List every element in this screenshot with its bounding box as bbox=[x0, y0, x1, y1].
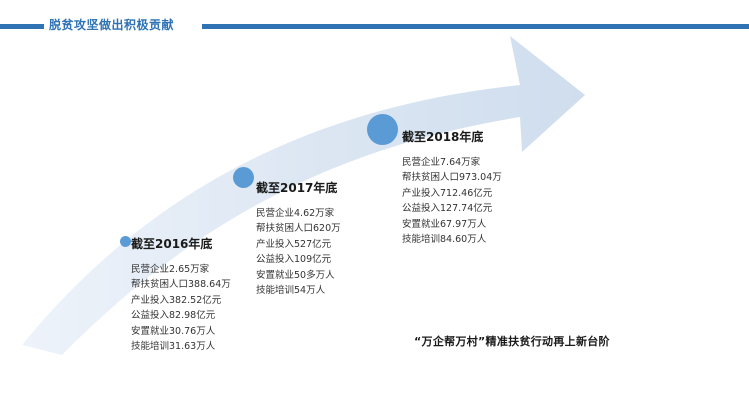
milestone-2018: 截至2018年底 民营企业7.64万家 帮扶贫困人口973.04万 产业投入71… bbox=[402, 128, 502, 247]
milestone-item: 公益投入109亿元 bbox=[256, 254, 332, 266]
milestone-item: 帮扶贫困人口388.64万 bbox=[131, 279, 231, 291]
milestone-item: 安置就业50多万人 bbox=[256, 269, 335, 281]
milestone-2017: 截至2017年底 民营企业4.62万家 帮扶贫困人口620万 产业投入527亿元… bbox=[256, 179, 341, 298]
milestone-item: 公益投入127.74亿元 bbox=[402, 203, 493, 215]
milestone-item: 帮扶贫困人口973.04万 bbox=[402, 172, 502, 184]
milestone-item: 安置就业67.97万人 bbox=[402, 218, 487, 230]
header-title: 脱贫攻坚做出积极贡献 bbox=[49, 18, 175, 32]
milestone-title: 截至2016年底 bbox=[131, 237, 213, 251]
milestone-item: 技能培训84.60万人 bbox=[402, 234, 487, 246]
header-right-bar bbox=[202, 24, 749, 29]
tagline: “万企帮万村”精准扶贫行动再上新台阶 bbox=[414, 335, 610, 348]
milestone-item: 安置就业30.76万人 bbox=[131, 325, 216, 337]
milestone-item: 产业投入712.46亿元 bbox=[402, 187, 493, 199]
milestone-title: 截至2017年底 bbox=[256, 181, 338, 195]
milestone-item: 帮扶贫困人口620万 bbox=[256, 223, 341, 235]
milestone-title: 截至2018年底 bbox=[402, 130, 484, 144]
milestone-item: 公益投入82.98亿元 bbox=[131, 310, 216, 322]
milestone-item: 技能培训54万人 bbox=[256, 285, 326, 297]
milestone-item: 民营企业4.62万家 bbox=[256, 208, 335, 219]
header-left-bar bbox=[0, 24, 44, 29]
milestone-item: 产业投入527亿元 bbox=[256, 238, 332, 250]
milestone-item: 民营企业2.65万家 bbox=[131, 264, 210, 275]
milestone-item: 技能培训31.63万人 bbox=[131, 341, 216, 353]
milestone-2018-dot bbox=[367, 114, 398, 145]
milestone-2016: 截至2016年底 民营企业2.65万家 帮扶贫困人口388.64万 产业投入38… bbox=[131, 235, 231, 354]
milestone-2016-dot bbox=[120, 236, 131, 247]
arrow-shape bbox=[22, 36, 585, 355]
milestone-item: 产业投入382.52亿元 bbox=[131, 294, 222, 306]
milestone-item: 民营企业7.64万家 bbox=[402, 157, 481, 168]
milestone-2017-dot bbox=[233, 167, 254, 188]
